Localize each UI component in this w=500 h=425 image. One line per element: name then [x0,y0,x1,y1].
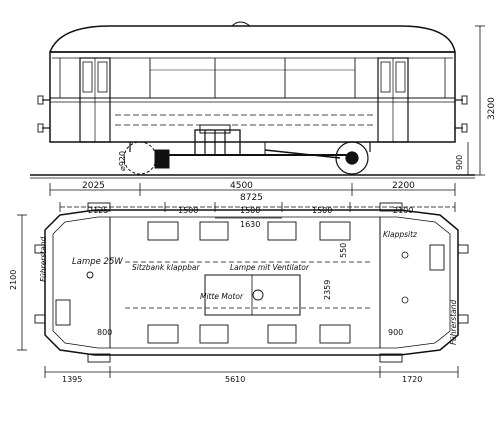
side-wheel-left [123,141,157,175]
label-fuehrerstand-left: Führerstand [39,237,48,282]
dim-1395: 1395 [62,375,82,384]
side-body [49,51,456,143]
plan-outline [44,209,459,356]
label-sitzbank: Sitzbank klappbar [132,263,200,272]
dim-2200: 2200 [392,181,415,191]
label-lampe-ventilator: Lampe mit Ventilator [230,263,310,272]
dim-1500-a: 1500 [178,206,198,215]
dim-4500: 4500 [230,181,253,191]
side-wheel-right [335,141,369,175]
plan-dimensions [17,202,459,378]
dim-3200: 3200 [487,97,497,120]
dim-8725: 8725 [240,193,263,203]
dim-2100-left: 2100 [9,270,18,290]
side-view [30,21,475,179]
dim-1500-c: 1500 [312,206,332,215]
dim-900-plan: 900 [388,328,403,337]
dim-800: 800 [97,328,112,337]
label-fuehrerstand-right: Führerstand [449,300,458,345]
label-klappsitz: Klappsitz [383,230,418,239]
dim-2359: 2359 [323,280,332,300]
dim-1500-b: 1500 [240,206,260,215]
dim-2125: 2125 [88,206,108,215]
dim-5610: 5610 [225,375,245,384]
side-roof [49,25,456,53]
plan-engine-cover [204,274,301,316]
plan-view [34,202,469,363]
label-lampe: Lampe 25W [72,257,123,267]
dim-900-side: 900 [455,155,464,170]
dim-1720: 1720 [402,375,422,384]
dim-1630: 1630 [240,220,260,229]
dim-550: 550 [339,243,348,258]
dim-920: ⌀920 [118,151,127,171]
side-dimensions [49,25,485,196]
label-mitte-motor: Mitte Motor [200,292,244,301]
dim-2100-top: 2100 [393,206,413,215]
dim-2025: 2025 [82,181,105,191]
